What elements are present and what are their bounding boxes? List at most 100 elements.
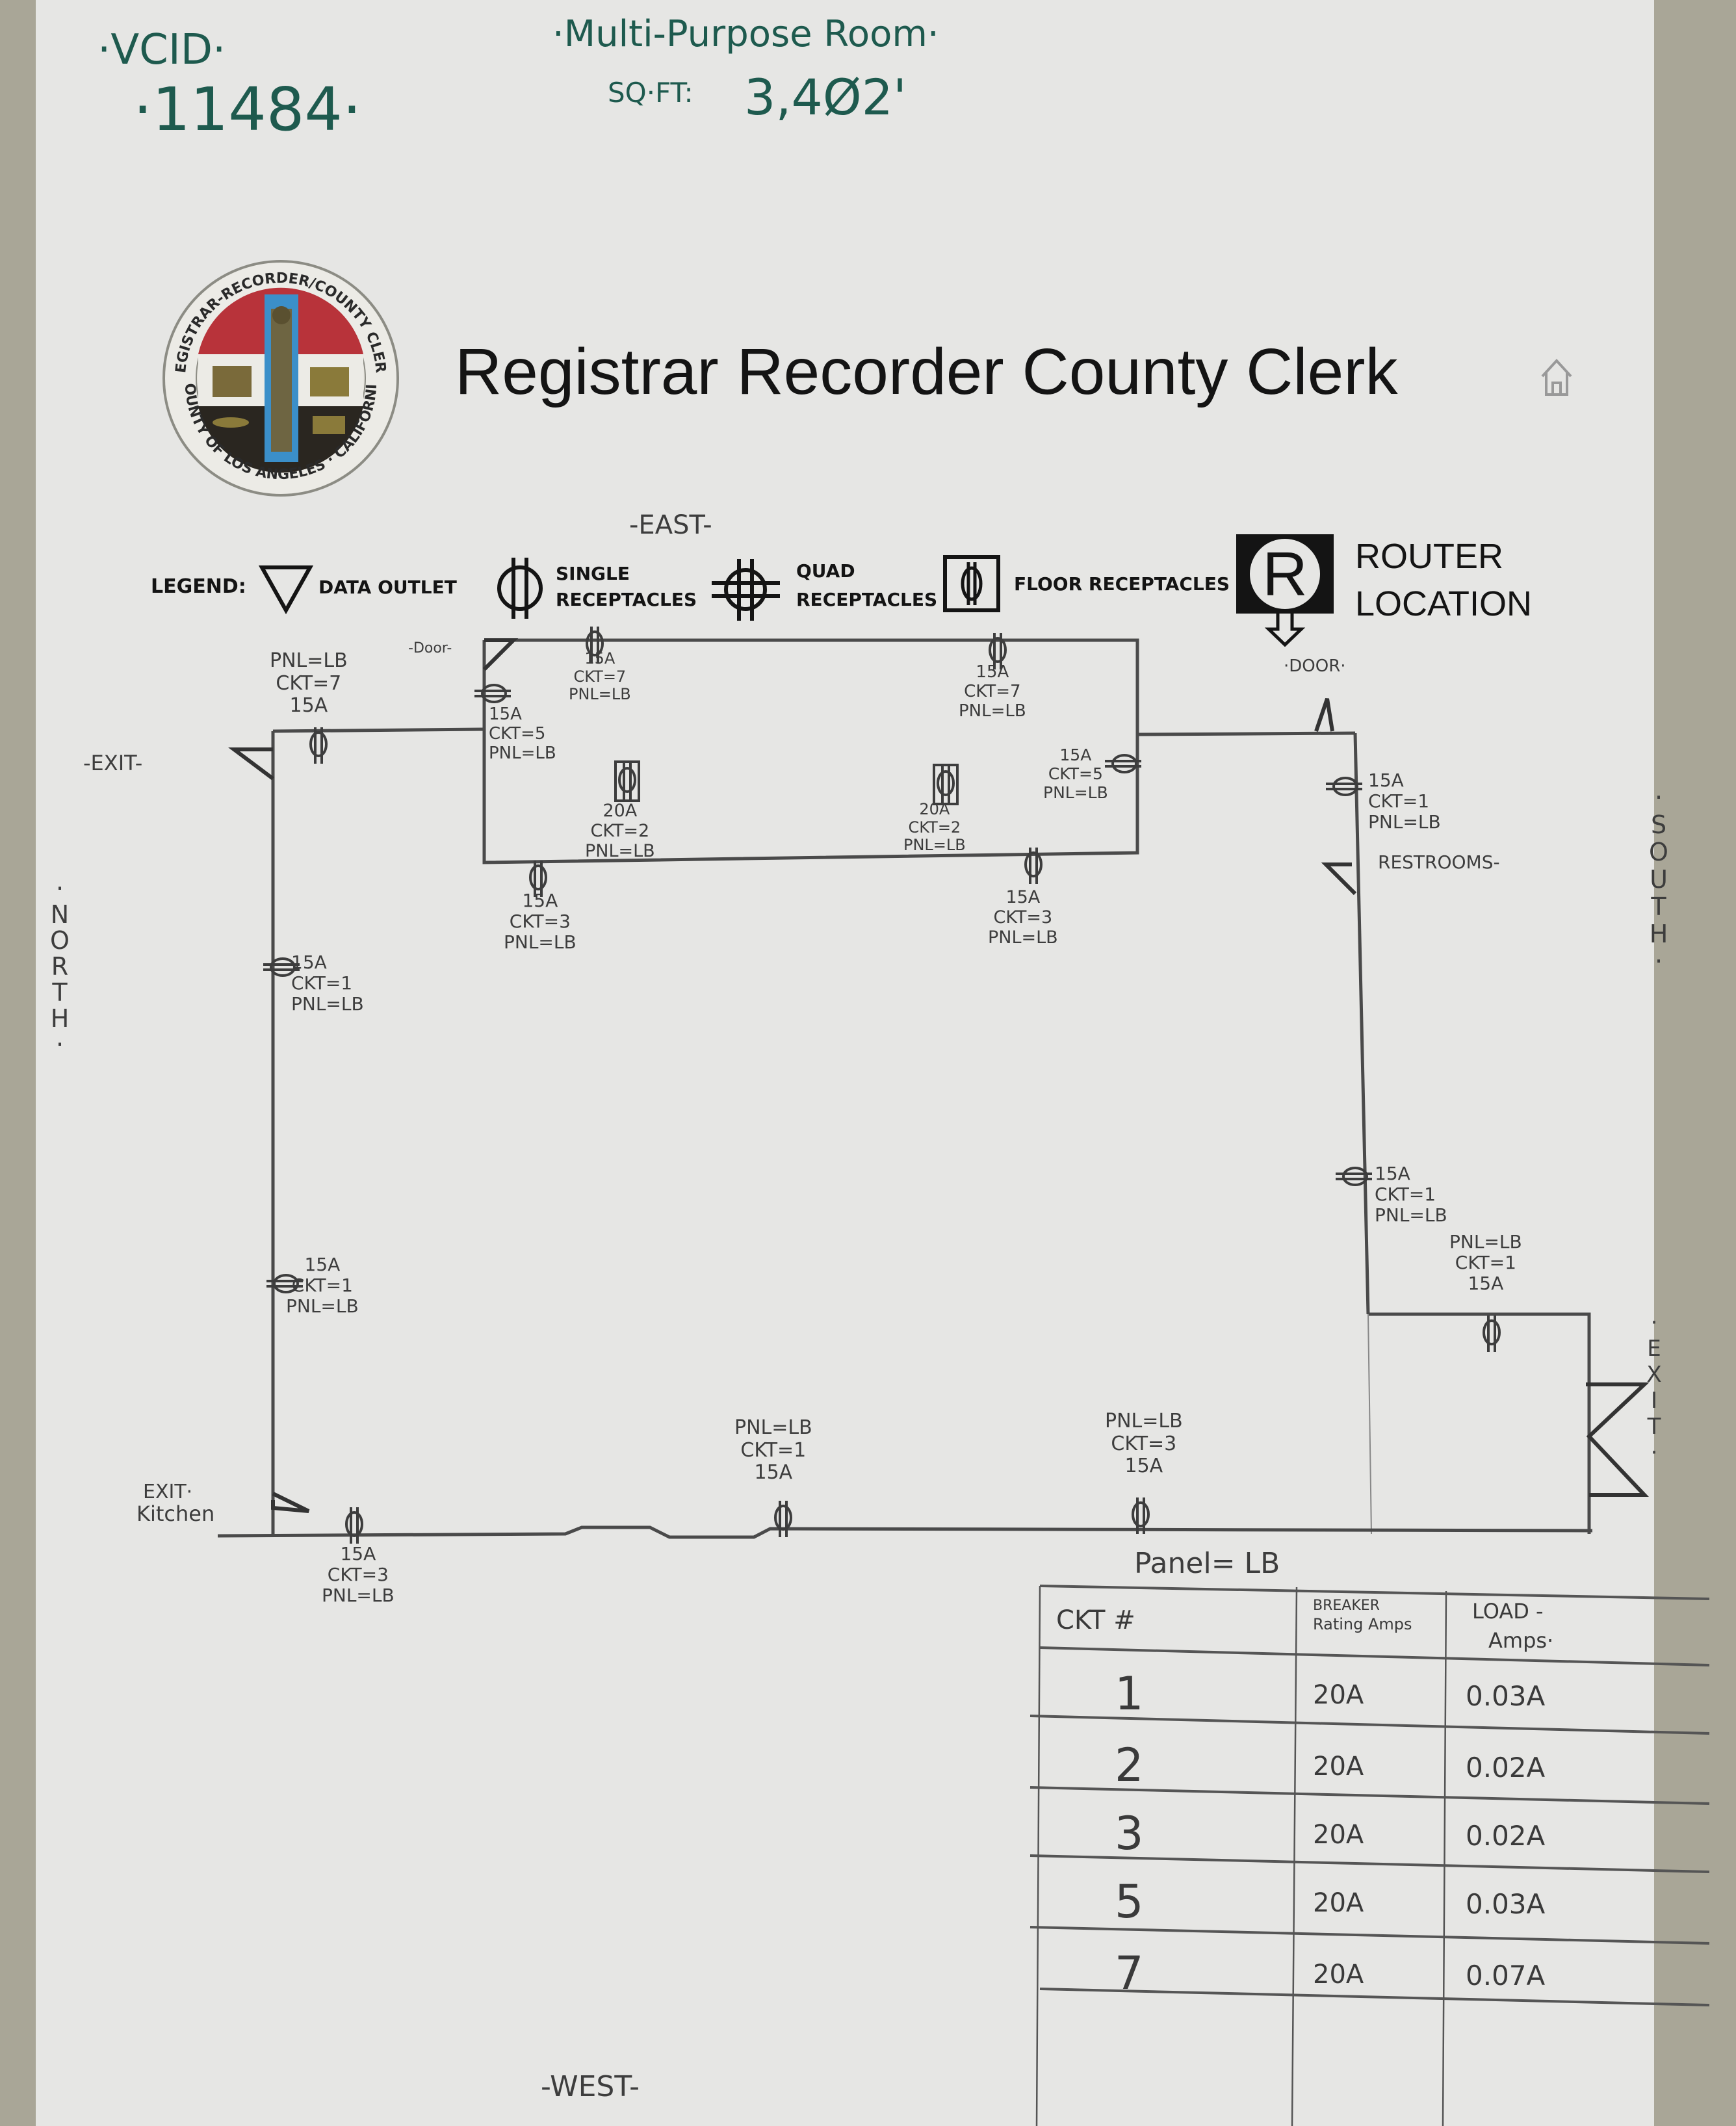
cell-ckt: 5 (1115, 1875, 1144, 1928)
compass-north: ·NORTH· (45, 874, 74, 1056)
single-receptacle-icon (497, 558, 543, 619)
cell-ckt: 3 (1115, 1807, 1144, 1860)
vcid-value: ·11484· (133, 75, 362, 144)
quad-receptacle-icon (266, 1274, 303, 1293)
exit-left-label: -EXIT- (83, 751, 143, 775)
door-top-left-icon (482, 638, 519, 671)
compass-east: -EAST- (629, 510, 712, 540)
legend-quad-label-2: RECEPTACLES (796, 589, 938, 610)
single-receptacle-icon (529, 861, 547, 897)
single-receptacle-icon (989, 633, 1007, 669)
legend-single-label-1: SINGLE (556, 563, 630, 584)
legend-quad-label-1: QUAD (796, 560, 855, 582)
cell-load: 0.02A (1466, 1820, 1546, 1852)
single-receptacle-icon (586, 627, 604, 663)
quad-receptacle-icon (263, 957, 300, 977)
cell-breaker: 20A (1313, 1680, 1364, 1710)
single-receptacle-icon (774, 1501, 792, 1537)
sqft-label: SQ·FT: (608, 77, 693, 109)
exit-right-label: ·EXIT· (1641, 1310, 1667, 1466)
door-top-left-label: -Door- (408, 640, 452, 656)
panel-table-grid (1030, 1585, 1710, 2126)
exit-right-door-icon (1586, 1382, 1650, 1497)
cell-ckt: 2 (1115, 1739, 1144, 1792)
header-load-2: Amps· (1488, 1628, 1554, 1653)
room-name: ·Multi-Purpose Room· (552, 13, 939, 55)
cell-breaker: 20A (1313, 1960, 1364, 1990)
cell-ckt: 1 (1115, 1667, 1144, 1720)
single-receptacle-icon (345, 1507, 363, 1544)
exit-kitchen-label-1: EXIT· (143, 1481, 193, 1503)
single-receptacle-icon (1132, 1497, 1150, 1534)
cell-load: 0.03A (1466, 1888, 1546, 1920)
header-load-1: LOAD - (1472, 1599, 1544, 1624)
floor-receptacle-icon (614, 760, 640, 802)
header-ckt: CKT # (1056, 1605, 1135, 1635)
quad-receptacle-icon (712, 559, 780, 621)
wall-alcove (1368, 1312, 1591, 1534)
exit-kitchen-label-2: Kitchen (136, 1501, 215, 1526)
compass-south: ·SOUTH· (1644, 783, 1673, 974)
legend-single-label-2: RECEPTACLES (556, 589, 697, 610)
cell-load: 0.07A (1466, 1960, 1546, 1991)
exit-left-door-icon (228, 747, 274, 781)
cell-load: 0.02A (1466, 1752, 1546, 1783)
header-breaker-2: Rating Amps (1313, 1615, 1412, 1633)
data-outlet-triangle-icon (258, 565, 314, 614)
page-title: Registrar Recorder County Clerk (455, 335, 1398, 408)
door-top-right-label: ·DOOR· (1284, 656, 1346, 676)
quad-receptacle-icon (1336, 1167, 1372, 1186)
home-icon (1541, 359, 1572, 396)
compass-west: -WEST- (541, 2070, 640, 2103)
vcid-label: ·VCID· (97, 26, 226, 74)
legend-router-label-2: LOCATION (1355, 584, 1533, 623)
wall-west (217, 1525, 1593, 1539)
wall-top-left (272, 727, 485, 733)
single-receptacle-icon (1024, 848, 1043, 884)
restroom-door-icon (1321, 862, 1357, 896)
restrooms-label: RESTROOMS- (1378, 851, 1500, 873)
cell-load: 0.03A (1466, 1680, 1546, 1712)
header-breaker-1: BREAKER (1313, 1598, 1380, 1614)
sqft-value: 3,4Ø2' (744, 68, 907, 126)
floor-receptacle-icon (933, 764, 959, 805)
router-location-icon: R (1236, 534, 1334, 647)
legend-floor-label: FLOOR RECEPTACLES (1014, 573, 1230, 595)
door-top-right-icon (1314, 698, 1334, 732)
quad-receptacle-icon (474, 684, 511, 703)
quad-receptacle-icon (1105, 754, 1141, 773)
wall-top-right (1137, 731, 1356, 736)
cell-breaker: 20A (1313, 1752, 1364, 1782)
legend-label: LEGEND: (151, 575, 246, 598)
single-receptacle-icon (1483, 1316, 1501, 1352)
legend-data-outlet-label: DATA OUTLET (318, 577, 457, 598)
cell-breaker: 20A (1313, 1820, 1364, 1850)
single-receptacle-icon (309, 727, 328, 764)
cell-ckt: 7 (1115, 1947, 1144, 2000)
svg-text:R: R (1262, 539, 1307, 609)
quad-receptacle-icon (1326, 777, 1362, 796)
cell-breaker: 20A (1313, 1888, 1364, 1918)
county-seal-logo: REGISTRAR-RECORDER/COUNTY CLERK COUNTY O… (159, 257, 399, 497)
floor-receptacle-icon (943, 555, 1000, 612)
exit-kitchen-door-icon (271, 1492, 310, 1513)
legend-router-label-1: ROUTER (1355, 537, 1503, 576)
wall-south (1353, 732, 1370, 1315)
